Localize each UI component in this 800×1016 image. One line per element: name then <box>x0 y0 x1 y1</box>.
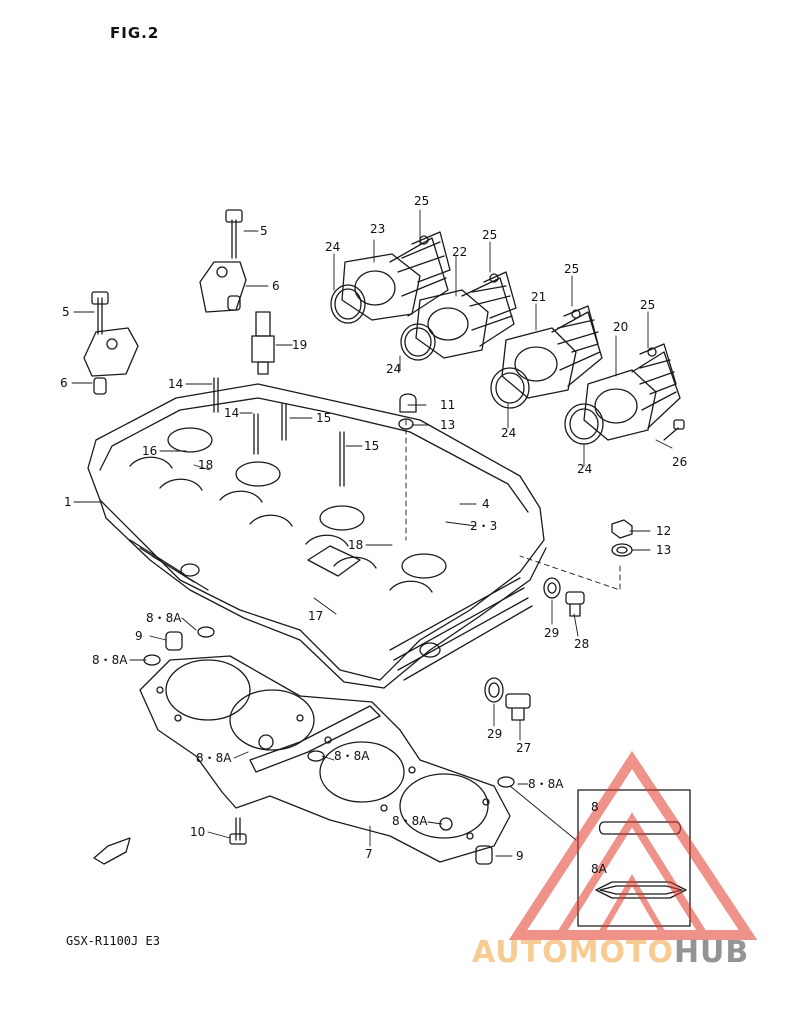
callout-17: 17 <box>308 609 324 623</box>
callout-25: 25 <box>482 228 498 242</box>
leader-lines <box>71 209 673 857</box>
o-ring-small-4 <box>497 776 515 788</box>
callout-15: 15 <box>316 411 332 425</box>
callout-9: 9 <box>516 849 524 863</box>
intake-holder-22 <box>415 277 515 359</box>
callout-15: 15 <box>364 439 380 453</box>
bolt-5b <box>91 291 109 335</box>
inset-label-8: 8 <box>591 800 599 814</box>
callout-8-8a: 8・8A <box>92 653 128 667</box>
o-ring-24d <box>564 403 604 445</box>
callout-24: 24 <box>386 362 402 376</box>
callout-23: 23 <box>370 222 386 236</box>
bolt-5a <box>225 209 243 259</box>
watermark-part1: AUTOMOTO <box>472 935 674 970</box>
clamp-25c <box>563 305 599 353</box>
callout-8-8a: 8・8A <box>334 749 370 763</box>
callout-20: 20 <box>613 320 629 334</box>
dowel-6b <box>93 377 107 395</box>
callout-18: 18 <box>348 538 364 552</box>
o-ring-small-1 <box>197 626 215 638</box>
washer-13b <box>611 543 633 557</box>
nut-12 <box>611 519 633 539</box>
gasket-29b <box>484 677 504 703</box>
cylinder-head-1 <box>87 377 547 689</box>
callout-6: 6 <box>272 279 280 293</box>
callout-19: 19 <box>292 338 308 352</box>
callout-1: 1 <box>64 495 72 509</box>
watermark-text: AUTOMOTOHUB <box>472 935 749 970</box>
callout-14: 14 <box>168 377 184 391</box>
callout-11: 11 <box>440 398 456 412</box>
callout-8-8a: 8・8A <box>146 611 182 625</box>
gasket-29a <box>543 577 561 599</box>
callout-12: 12 <box>656 524 672 538</box>
o-ring-24b <box>400 323 436 361</box>
fwd-arrow-icon <box>93 837 131 865</box>
camshaft-cap-lower <box>83 327 139 377</box>
camshaft-cap-upper <box>199 261 247 313</box>
callout-18: 18 <box>198 458 214 472</box>
callout-25: 25 <box>414 194 430 208</box>
plug-28 <box>565 591 585 617</box>
dowel-9a <box>165 631 183 651</box>
clamp-25d <box>639 343 677 395</box>
model-code: GSX-R1100J E3 <box>66 934 160 948</box>
callout-13: 13 <box>440 418 456 432</box>
intake-holder-20 <box>583 351 681 441</box>
spark-plug-19 <box>251 311 275 375</box>
intake-holder-23 <box>341 237 449 321</box>
o-ring-24c <box>490 367 530 409</box>
callout-10: 10 <box>190 825 206 839</box>
callout-26: 26 <box>672 455 688 469</box>
callout-9: 9 <box>135 629 143 643</box>
callout-22: 22 <box>452 245 468 259</box>
intake-holder-21 <box>501 311 603 399</box>
callout-24: 24 <box>501 426 517 440</box>
inset-label-8a: 8A <box>591 862 607 876</box>
clamp-25b <box>483 271 517 319</box>
callout-14: 14 <box>224 406 240 420</box>
callout-28: 28 <box>574 637 590 651</box>
dowel-6a <box>227 295 241 311</box>
callout-13: 13 <box>656 543 672 557</box>
callout-4: 4 <box>482 497 490 511</box>
callout-24: 24 <box>325 240 341 254</box>
plug-27 <box>505 693 531 721</box>
callout-24: 24 <box>577 462 593 476</box>
o-ring-small-3 <box>307 750 325 762</box>
o-ring-24a <box>330 284 366 324</box>
dowel-9b <box>475 845 493 865</box>
watermark-logo <box>508 750 758 940</box>
callout-29: 29 <box>487 727 503 741</box>
cap-nut-11 <box>399 393 417 413</box>
callout-21: 21 <box>531 290 547 304</box>
watermark-part2: HUB <box>673 935 750 970</box>
callout-8-8a: 8・8A <box>196 751 232 765</box>
callout-16: 16 <box>142 444 158 458</box>
callout-25: 25 <box>564 262 580 276</box>
callout-27: 27 <box>516 741 532 755</box>
callout-25: 25 <box>640 298 656 312</box>
screw-26 <box>663 419 685 441</box>
callout-8-8a: 8・8A <box>528 777 564 791</box>
callout-5: 5 <box>62 305 70 319</box>
callout-5: 5 <box>260 224 268 238</box>
head-gasket-7 <box>139 655 511 863</box>
callout-8-8a: 8・8A <box>392 814 428 828</box>
callout-2-3: 2・3 <box>470 519 498 533</box>
callout-7: 7 <box>365 847 373 861</box>
callout-6: 6 <box>60 376 68 390</box>
callout-29: 29 <box>544 626 560 640</box>
bolt-10 <box>229 817 247 845</box>
figure-title: FIG.2 <box>110 24 160 42</box>
